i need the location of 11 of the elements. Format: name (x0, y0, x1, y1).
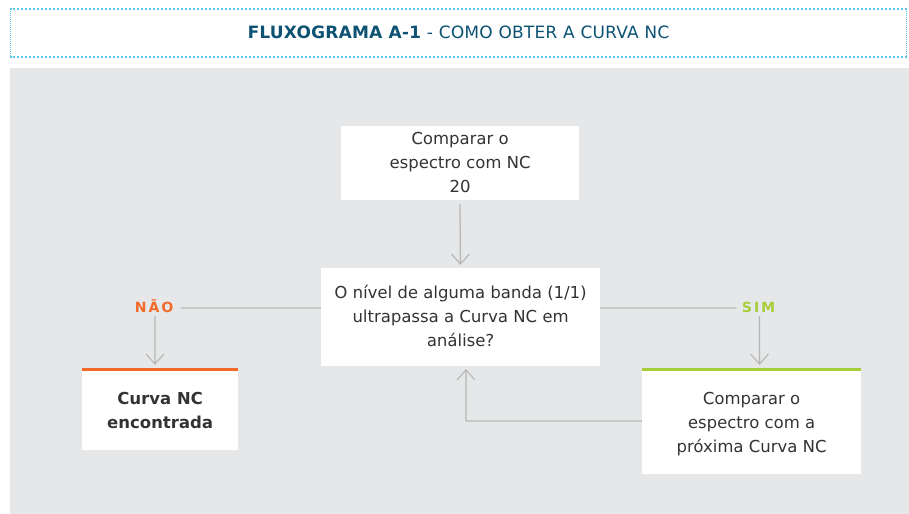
result-box (82, 368, 238, 450)
result-box (642, 368, 861, 474)
decision-box (321, 268, 600, 366)
node-text: O nível de alguma banda (1/1) ultrapassa a Curva NC em análise? (333, 282, 588, 352)
diagram-title: FLUXOGRAMA A-1 - COMO OBTER A CURVA NC (248, 23, 670, 43)
process-box (341, 126, 579, 200)
node-text: Comparar o espectro com a próxima Curva NC (675, 388, 828, 458)
arrow (450, 204, 470, 265)
node-text: Curva NC encontrada (106, 388, 214, 434)
node-text: Comparar o espectro com NC 20 (388, 128, 532, 198)
arrow (456, 369, 642, 422)
